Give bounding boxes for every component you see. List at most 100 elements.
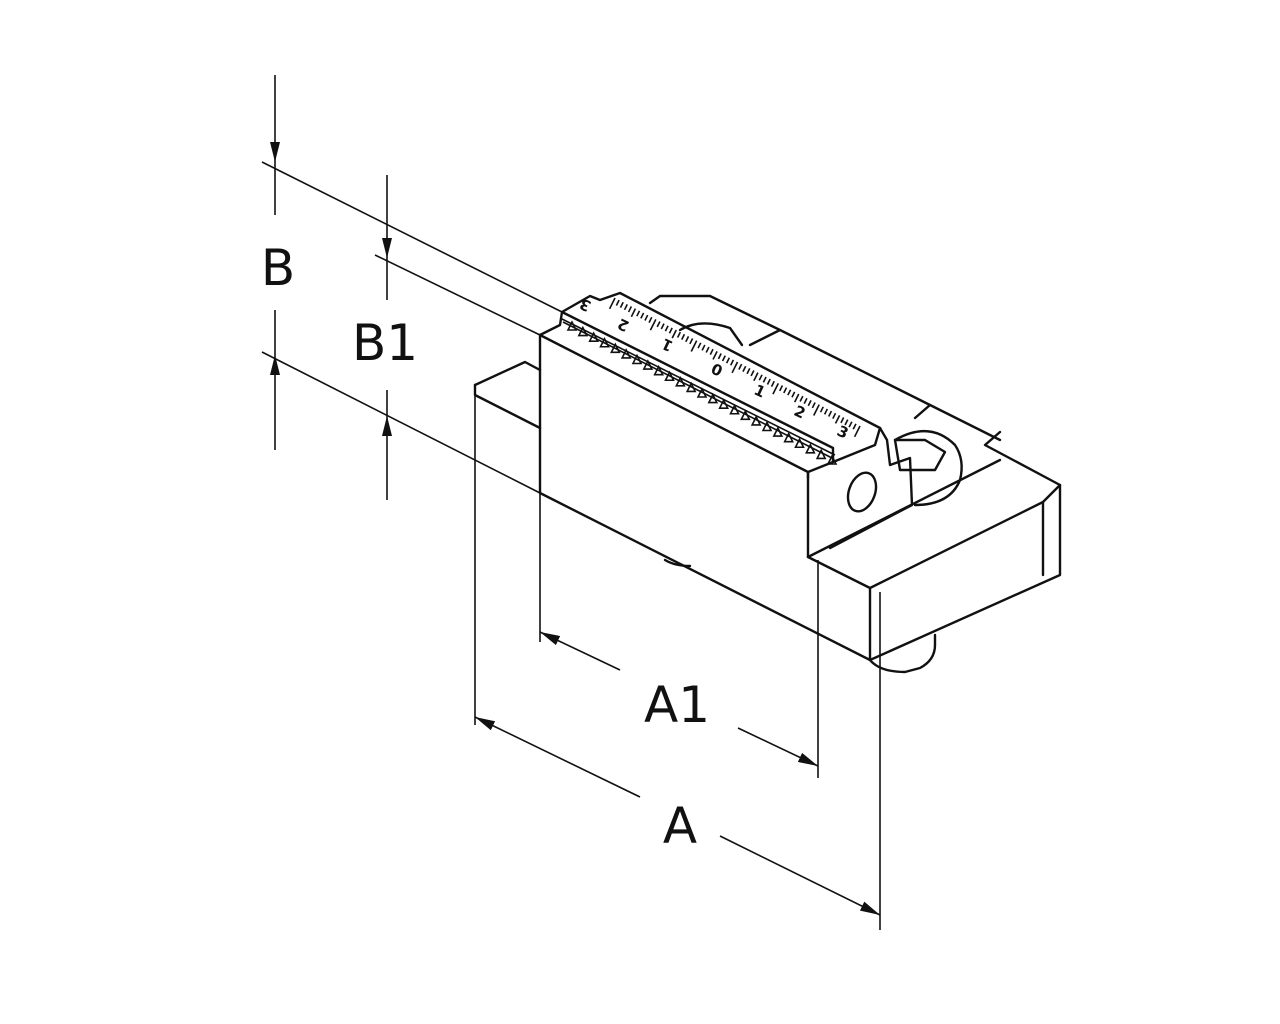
scale-tick — [636, 310, 641, 317]
scale-tick — [738, 363, 743, 370]
scale-tick — [813, 404, 820, 416]
scale-tick — [717, 353, 722, 360]
scale-label: 3 — [834, 422, 851, 443]
scale-tick — [746, 368, 751, 375]
scale-lower-tick — [783, 431, 794, 443]
scale-tick — [791, 391, 796, 398]
scale-tick — [681, 333, 686, 341]
scale-lower-tick — [664, 370, 675, 382]
scale-label: 2 — [615, 314, 632, 335]
scale-tick — [811, 402, 816, 409]
scale-tick — [758, 374, 763, 381]
scale-tick — [615, 299, 620, 306]
scale-tick — [807, 400, 812, 407]
dimension-a1: A1 — [539, 631, 819, 767]
scale-tick — [705, 346, 710, 353]
scale-tick — [848, 421, 853, 428]
scale-lower-tick — [718, 398, 729, 409]
scale-tick — [697, 342, 702, 349]
scale-tick — [619, 301, 624, 309]
scale-tick — [640, 312, 645, 319]
scale-lower-tick — [772, 426, 784, 437]
dimension-label-a: A — [663, 797, 697, 855]
scale-lower-tick — [642, 359, 654, 370]
scale-lower-tick — [826, 454, 838, 465]
scale-ruler: 3 2 1 0 1 2 3 — [566, 294, 861, 465]
scale-tick — [742, 365, 747, 373]
scale-tick — [819, 406, 824, 413]
scale-lower-tick — [610, 342, 621, 354]
scale-lower-tick — [685, 381, 697, 393]
scale-tick — [772, 382, 780, 395]
scale-tick — [731, 361, 739, 374]
scale-tick — [627, 306, 633, 313]
scale-tick — [671, 329, 677, 339]
scale-tick — [689, 338, 694, 345]
dimension-label-b: B — [261, 239, 295, 297]
scale-label: 0 — [708, 360, 725, 381]
scale-tick — [840, 417, 845, 424]
scale-tick — [793, 393, 800, 403]
scale-tick — [668, 327, 673, 334]
scale-lower-tick — [631, 353, 643, 365]
scale-tick — [823, 408, 829, 415]
scale-tick — [834, 414, 841, 424]
scale-tick — [648, 316, 653, 323]
scale-tick — [656, 321, 661, 328]
scale-tick — [630, 308, 637, 318]
scale-tick — [690, 340, 698, 352]
scale-label: 2 — [791, 402, 808, 423]
extension-lines — [261, 161, 881, 930]
scale-lower-tick — [566, 320, 578, 331]
jaw — [538, 291, 1002, 559]
scale-tick — [676, 331, 682, 338]
dimension-a: A — [474, 716, 881, 916]
scale-tick — [799, 395, 804, 402]
dimension-label-a1: A1 — [644, 676, 710, 734]
scale-tick — [832, 412, 837, 419]
scale-lower-tick — [599, 336, 610, 348]
scale-tick — [709, 348, 714, 355]
scale-tick — [852, 423, 857, 430]
scale-tick — [685, 336, 690, 343]
scale-tick — [770, 380, 775, 387]
scale-lower-tick — [588, 331, 599, 342]
scale-tick — [779, 385, 784, 392]
scale-lower-tick — [577, 325, 589, 337]
scale-lower-tick — [750, 415, 762, 426]
scale-lower-tick — [740, 409, 751, 421]
dimension-label-b1: B1 — [352, 314, 418, 372]
scale-tick — [721, 355, 726, 362]
scale-tick — [844, 419, 849, 426]
scale-tick — [762, 376, 767, 383]
scale-lower-tick — [815, 448, 827, 460]
scale-tick — [712, 350, 718, 360]
scale-tick — [787, 389, 792, 396]
scale-lower-tick — [653, 364, 664, 376]
scale-tick — [766, 378, 771, 385]
scale-lower-tick — [805, 443, 816, 454]
scale-lower-tick — [729, 403, 740, 415]
scale-lower-tick — [761, 420, 773, 432]
scale-tick — [701, 344, 706, 351]
scale-lower-tick — [620, 348, 632, 359]
scale-lower-tick — [675, 376, 686, 387]
scale-tick — [608, 297, 616, 310]
scale-tick — [803, 397, 808, 405]
scale-tick — [750, 370, 755, 377]
scale-tick — [644, 314, 649, 321]
dimension-b1: B1 — [352, 175, 418, 500]
scale-label: 1 — [751, 381, 768, 402]
scale-lower-tick — [707, 392, 719, 404]
scale-tick — [753, 372, 759, 382]
scale-tick — [649, 318, 657, 331]
scale-tick — [623, 304, 628, 311]
scale-lower-tick — [696, 387, 708, 398]
scale-tick — [783, 387, 788, 394]
dimension-b: B — [261, 75, 295, 450]
scale-tick — [664, 325, 669, 332]
scale-tick — [660, 323, 665, 330]
scale-tick — [725, 357, 731, 364]
